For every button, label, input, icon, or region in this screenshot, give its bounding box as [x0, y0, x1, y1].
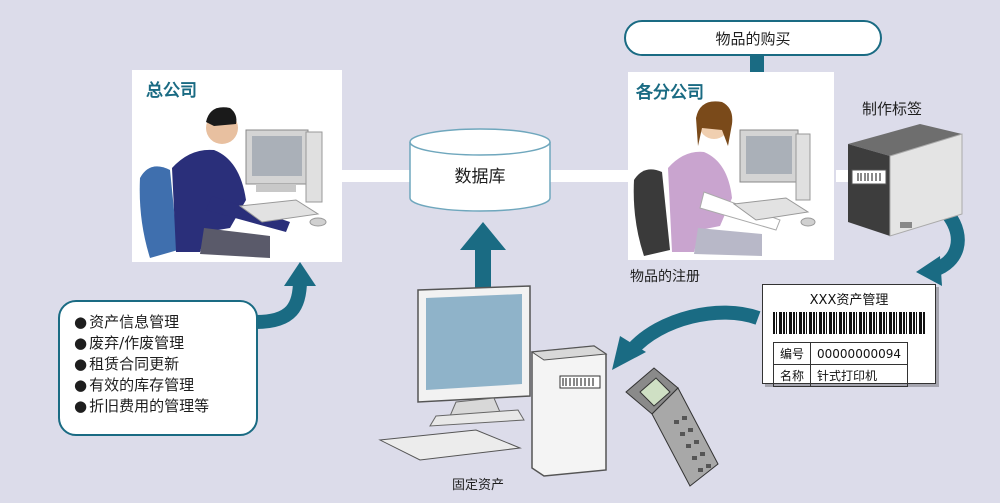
benefits-list: 资产信息管理 废弃/作废管理 租赁合同更新 有效的库存管理 折旧费用的管理等 — [58, 300, 258, 436]
asset-tag-title: XXX资产管理 — [809, 293, 889, 308]
database-icon — [409, 128, 551, 212]
registration-label: 物品的注册 — [630, 269, 700, 285]
arrow-benefits-to-hq — [255, 262, 316, 329]
list-item: 租赁合同更新 — [74, 354, 242, 375]
office-worker-icon — [139, 107, 290, 258]
purchase-pill: 物品的购买 — [624, 20, 882, 56]
asset-tag-key: 名称 — [772, 364, 812, 387]
asset-tag-value: 针式打印机 — [810, 364, 908, 387]
asset-tag-barcode — [773, 312, 925, 334]
table-row: 名称 针式打印机 — [772, 364, 908, 387]
fixed-asset-label: 固定资产 — [452, 478, 505, 493]
label-printer-icon — [848, 124, 963, 237]
asset-tag-value: 00000000094 — [810, 342, 908, 365]
asset-tag-table: 编号 00000000094 名称 针式打印机 — [772, 342, 908, 387]
table-row: 编号 00000000094 — [772, 342, 908, 365]
desktop-computer-icon — [238, 129, 327, 227]
headquarters-title: 总公司 — [146, 81, 197, 101]
office-worker-icon — [633, 101, 781, 256]
purchase-label: 物品的购买 — [715, 29, 791, 48]
list-item: 折旧费用的管理等 — [74, 396, 242, 417]
branch-title: 各分公司 — [636, 83, 704, 103]
database-label: 数据库 — [454, 167, 506, 187]
barcode-scanner-icon — [625, 367, 719, 487]
arrow-printer-to-tag — [916, 209, 965, 286]
asset-tag-key: 编号 — [772, 342, 812, 365]
list-item: 有效的库存管理 — [74, 375, 242, 396]
arrow-tag-to-asset — [612, 305, 761, 370]
list-item: 资产信息管理 — [74, 312, 242, 333]
arrow-scanner-to-database — [460, 222, 506, 288]
list-item: 废弃/作废管理 — [74, 333, 242, 354]
asset-tag-icon: XXX资产管理 编号 00000000094 名称 针式打印机 — [762, 284, 936, 387]
desktop-computer-icon — [732, 129, 816, 227]
label-printer-label: 制作标签 — [862, 100, 923, 118]
desktop-computer-icon — [378, 285, 608, 477]
